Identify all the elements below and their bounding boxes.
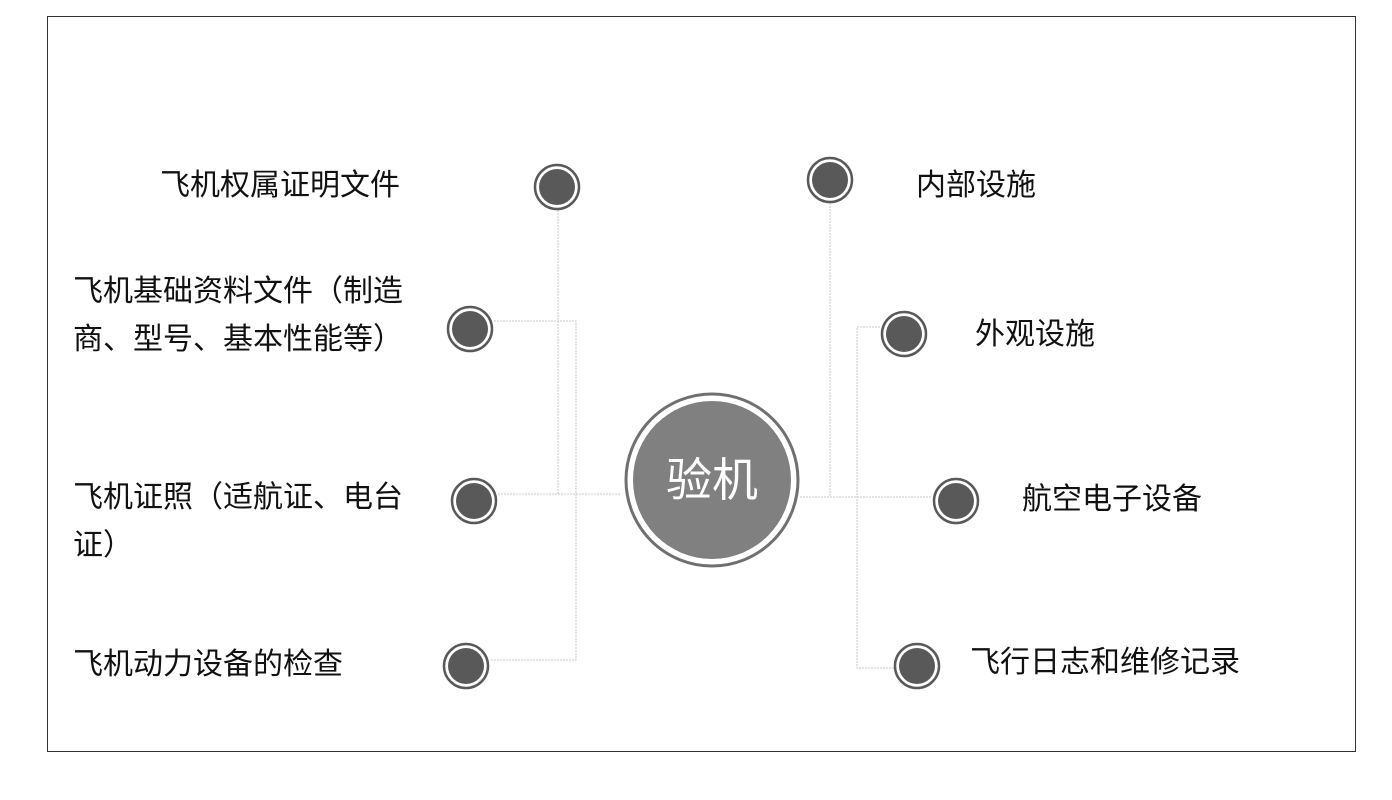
diagram-frame (47, 16, 1356, 752)
connector-left-1 (498, 210, 620, 495)
node-right-4 (893, 642, 941, 690)
connector-right-1 (800, 203, 932, 498)
connector-left-2-4 (490, 320, 577, 661)
node-right-1 (806, 156, 854, 204)
left-item-4: 飞机动力设备的检查 (73, 647, 343, 682)
left-item-1: 飞机权属证明文件 (160, 168, 400, 203)
center-label: 验机 (666, 453, 758, 507)
center-node (624, 392, 800, 568)
right-item-2: 外观设施 (975, 317, 1095, 352)
right-item-3: 航空电子设备 (1022, 482, 1202, 517)
bullet-nodes (442, 156, 980, 690)
node-left-4 (442, 642, 490, 690)
node-left-2 (446, 305, 494, 353)
right-item-1: 内部设施 (916, 168, 1036, 203)
node-left-3 (450, 477, 498, 525)
node-right-3 (932, 477, 980, 525)
right-item-4: 飞行日志和维修记录 (970, 645, 1240, 680)
node-right-2 (880, 310, 928, 358)
node-left-1 (533, 163, 581, 211)
connector-right-2-4 (856, 326, 895, 669)
left-item-3: 飞机证照（适航证、电台证） (73, 480, 403, 563)
left-item-2: 飞机基础资料文件（制造商、型号、基本性能等） (73, 274, 403, 357)
